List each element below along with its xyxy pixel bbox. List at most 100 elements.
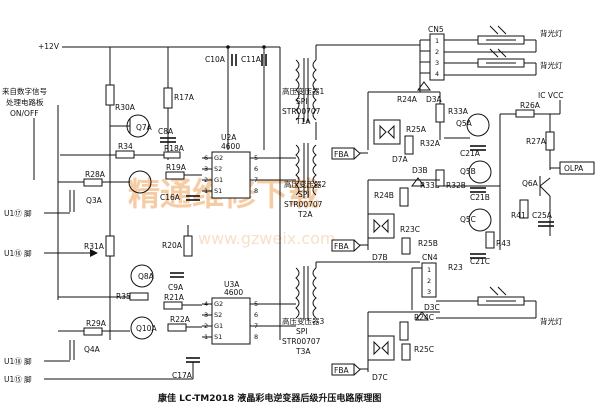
r25c-label: R25C (414, 345, 434, 354)
backlight-2-label: 背光灯 (540, 60, 563, 70)
t1a-line3: STR00707 (282, 107, 321, 116)
t1a-line1: 高压变压器1 (282, 86, 324, 96)
r25a-label: R25A (406, 125, 427, 134)
d3b-label: D3B (412, 166, 428, 175)
diagram-caption: 康佳 LC-TM2018 液晶彩电逆变器后级升压电路原理图 (158, 392, 381, 404)
u2a-pin-g1: G1 (214, 176, 223, 184)
c8a-label: C8A (158, 127, 174, 136)
transformer-t2a (295, 143, 317, 198)
r26a-label: R26A (520, 101, 541, 110)
u3a-name: U3A (224, 280, 240, 289)
v12-label: +12V (38, 42, 60, 51)
r29a-label: R29A (86, 319, 107, 328)
u2a-pinno-r2: 6 (254, 165, 258, 173)
r41-label: R41 (511, 211, 526, 220)
c16a-label: C16A (160, 193, 181, 202)
d7b-label: D7B (372, 253, 388, 262)
d3a-label: D3A (426, 95, 443, 104)
r24b-label: R24B (374, 191, 394, 200)
u2a-part: 4600 (221, 142, 240, 151)
r32a-label: R32A (420, 139, 441, 148)
c17a-label: C17A (172, 371, 193, 380)
u2a-pin-g2: G2 (214, 154, 223, 162)
u1-17-label: U1⑰ 脚 (4, 208, 32, 218)
cn4-pin-2: 2 (427, 277, 431, 285)
u2a-name: U2A (221, 133, 237, 142)
u2a-ic (211, 151, 251, 199)
t2a-line2: SPI (298, 190, 310, 199)
u1-16-label: U1⑯ 脚 (4, 248, 32, 258)
backlight-3-label: 背光灯 (540, 316, 563, 326)
r27a-label: R27A (526, 137, 547, 146)
watermark-url: www.gzweix.com (198, 229, 336, 248)
fba-top-label: FBA (334, 150, 349, 159)
bridge-d7a (373, 119, 401, 145)
u3a-pin-g1: G1 (214, 322, 223, 330)
cn5-connector (429, 33, 445, 81)
r33a-label: R33A (448, 107, 469, 116)
u3a-ic (211, 297, 251, 345)
q6a-label: Q6A (522, 179, 539, 188)
q10a-label: Q10A (136, 324, 157, 333)
r18a-label: R18A (164, 144, 185, 153)
t3a-line1: 高压变压器3 (282, 316, 324, 326)
c21a-label: C21A (460, 149, 481, 158)
r23c-label: R23C (400, 225, 420, 234)
r21a-label: R21A (164, 293, 185, 302)
fba-bottom-label: FBA (334, 366, 349, 375)
u2a-pinno-r4: 8 (254, 187, 258, 195)
d3c-label: D3C (424, 303, 440, 312)
u3a-pinno-r2: 6 (254, 311, 258, 319)
d7a-label: D7A (392, 155, 409, 164)
src-label-1: 来自数字信号 (2, 86, 47, 96)
olpa-label: OLPA (564, 164, 584, 173)
transformer-t1a (295, 58, 317, 122)
cn4-connector (421, 262, 437, 298)
r24a-label: R24A (397, 95, 418, 104)
u2a-pin-s2: S2 (214, 165, 222, 173)
r31a-label: R31A (84, 242, 105, 251)
r20a-label: R20A (162, 241, 183, 250)
icvcc-label: IC VCC (538, 91, 563, 100)
bridge-d7b (367, 213, 395, 239)
cn5-pin-1: 1 (435, 37, 439, 45)
u1-18-label: U1⑱ 脚 (4, 356, 32, 366)
cn5-pin-2: 2 (435, 48, 439, 56)
q5b-label: Q5B (460, 167, 476, 176)
cn5-label: CN5 (428, 25, 444, 34)
t1a-line4: T1A (295, 117, 311, 126)
q5a-label: Q5A (456, 119, 473, 128)
r23-label: R23 (448, 263, 463, 272)
r43-label: R43 (496, 239, 511, 248)
r30a-label: R30A (115, 103, 136, 112)
q8a-label: Q8A (138, 272, 155, 281)
backlight-1-label: 背光灯 (540, 28, 563, 38)
q5c-label: Q5C (460, 215, 476, 224)
q7a-label: Q7A (136, 123, 153, 132)
d7c-label: D7C (372, 373, 388, 382)
c21c-label: C21C (470, 257, 490, 266)
t2a-line3: STR00707 (284, 200, 323, 209)
t3a-line2: SPI (296, 327, 308, 336)
t3a-line3: STR00707 (282, 337, 321, 346)
r19a-label: R19A (166, 163, 187, 172)
r33b-label: R33B (420, 181, 440, 190)
r22a-label: R22A (170, 315, 191, 324)
r25b-label: R25B (418, 239, 438, 248)
cn4-pin-1: 1 (427, 266, 431, 274)
t1a-line2: SPI (296, 97, 308, 106)
t3a-line4: T3A (295, 347, 311, 356)
c21b-label: C21B (470, 193, 490, 202)
c10a-label: C10A (205, 55, 226, 64)
src-label-3: ON/OFF (10, 109, 39, 118)
src-label-2: 处理电路板 (6, 97, 44, 107)
u3a-part: 4600 (224, 288, 243, 297)
c9a-label: C9A (168, 283, 184, 292)
u3a-pin-g2: G2 (214, 300, 223, 308)
cn4-label: CN4 (422, 253, 438, 262)
u1-15-label: U1⑮ 脚 (4, 374, 32, 384)
t2a-line1: 高压变压器2 (284, 179, 326, 189)
c11a-label: C11A (241, 55, 262, 64)
q4a-label: Q4A (84, 345, 101, 354)
